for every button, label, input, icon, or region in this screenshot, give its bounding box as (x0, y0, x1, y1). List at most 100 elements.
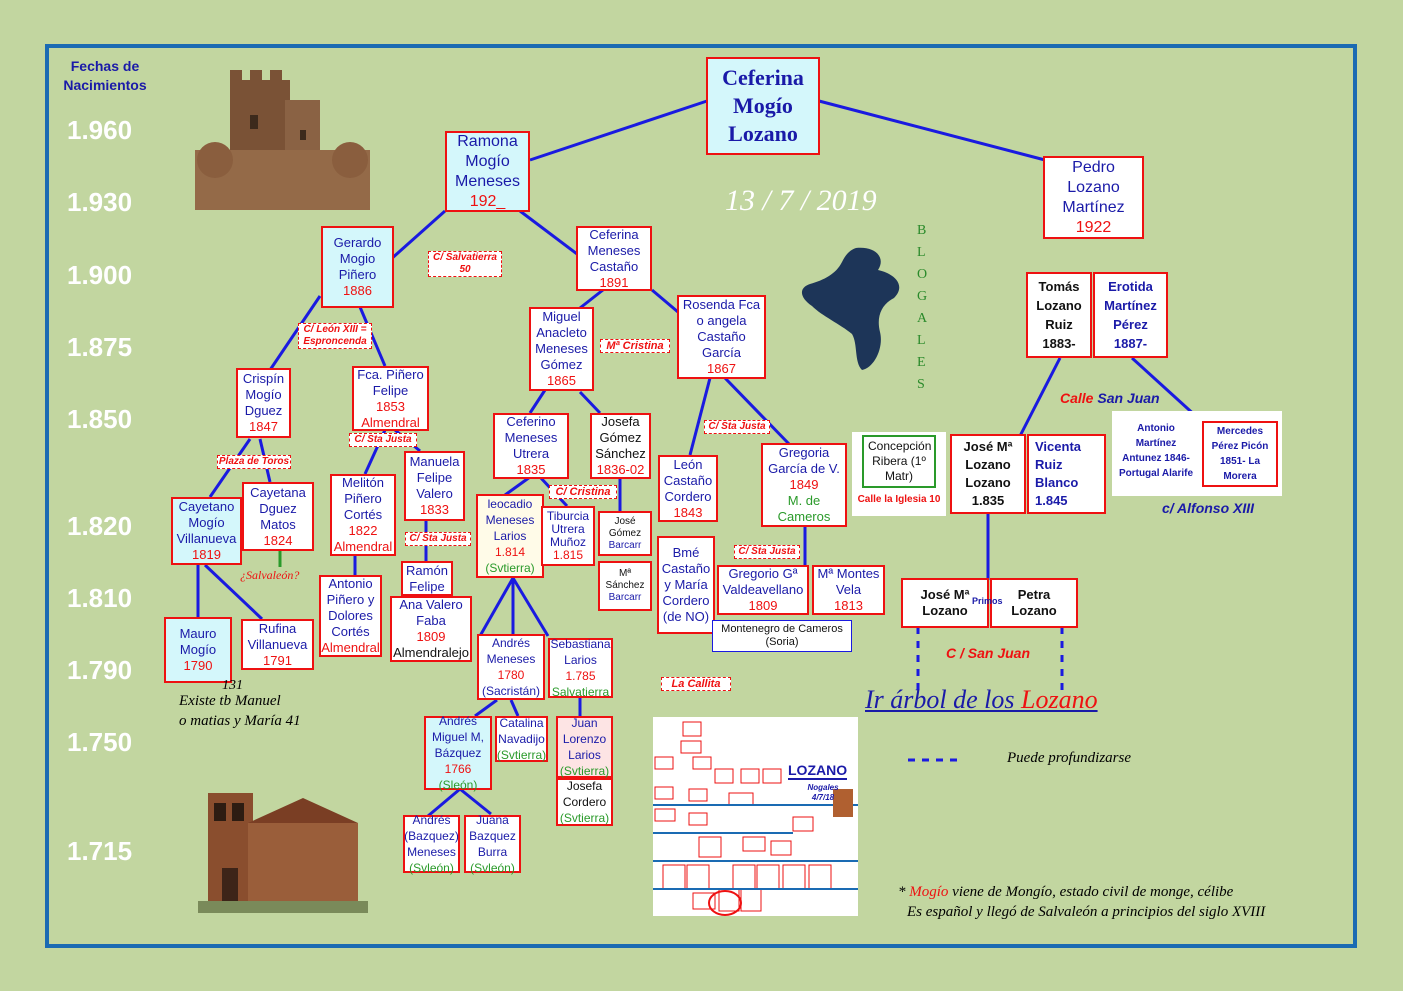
person-place: (Sleón) (438, 778, 478, 792)
person-box[interactable]: Andrés (Bazquez) Meneses (Svleón) (403, 813, 460, 875)
footnote-part: Mogío (909, 884, 949, 900)
person-box[interactable]: Concepción Ribera (1º Matr) Calle la Igl… (852, 432, 946, 516)
person-year: 1922 (1075, 218, 1112, 236)
note-existe-1: Existe tb Manuel (179, 693, 281, 709)
lozano-tree-link[interactable]: Ir árbol de los Lozano (865, 685, 1098, 715)
person-year: 1813 (834, 598, 863, 613)
person-name: Ceferino Meneses Utrera (504, 414, 558, 461)
note-existe-2: o matias y María 41 (179, 713, 301, 729)
person-name: Pedro Lozano Martínez (1062, 158, 1125, 216)
person-year: 1790 (183, 658, 213, 673)
person-name: Ceferina Meneses Castaño (587, 226, 641, 274)
person-place: Almendral (333, 539, 393, 554)
person-place: (Sacristán) (481, 684, 540, 698)
label-part: Calle (1060, 390, 1094, 406)
person-box[interactable]: Josefa Cordero(Svtierra) (556, 778, 613, 826)
blog-letter: L (917, 333, 926, 348)
person-name: Andrés (Bazquez) Meneses (404, 813, 459, 859)
year-label: 1.875 (67, 332, 133, 362)
person-box[interactable]: Petra Lozano (990, 578, 1078, 628)
person-year: 1780 (497, 668, 525, 682)
person-box[interactable]: Juana Bazquez Burra(Svleón) (464, 813, 521, 875)
person-year: 1.785 (565, 669, 596, 683)
person-name: Mª Sánchez (605, 568, 645, 591)
root-person-box[interactable]: Ceferina Mogío Lozano (706, 57, 820, 155)
person-box[interactable]: Pedro Lozano Martínez 1922 (1043, 156, 1144, 239)
person-box[interactable]: Catalina Navadijo(Svtierra) (495, 716, 548, 762)
street-label: La Callita (661, 677, 731, 691)
person-place: Barcarr (608, 592, 642, 603)
castle-image (195, 70, 370, 210)
primos-label: Primos (972, 596, 1003, 606)
lozano-tree-thumbnail[interactable]: LOZANO Nogales 4/7/18 (653, 717, 858, 916)
person-place: (Svleón) (409, 861, 454, 875)
person-name: Vicenta Ruiz Blanco (1035, 439, 1082, 490)
person-name: Juan Lorenzo Larios (562, 716, 607, 762)
person-name: Fca. Piñero Felipe (357, 366, 424, 398)
thumbnail-subtitle: Nogales 4/7/18 (807, 783, 839, 802)
church-image (198, 793, 368, 913)
person-place: M. de Cameros (777, 493, 831, 524)
person-box[interactable]: Ramón Felipe (401, 561, 453, 596)
person-year: 1.815 (552, 548, 584, 562)
person-name: Mercedes Pérez Picón 1851- La Morera (1202, 420, 1278, 487)
person-box[interactable]: José Mª Lozano (901, 578, 989, 628)
person-name: Ramón Felipe (406, 562, 448, 594)
person-name: Cayetana Dguez Matos (250, 484, 306, 532)
person-name: Tiburcia Utrera Muñoz (546, 509, 590, 549)
person-place: Barcarr (608, 539, 642, 551)
person-box[interactable]: Bmé Castaño y María Cordero (de NO) (657, 536, 715, 634)
person-name: León Castaño Cordero (663, 456, 713, 504)
person-name: Bmé Castaño y María Cordero (de NO) (661, 545, 711, 624)
person-name: Ceferina Mogío Lozano (722, 65, 804, 146)
year-label: 1.790 (67, 655, 133, 685)
person-box[interactable]: Juan Lorenzo Larios(Svtierra) (556, 716, 613, 778)
person-name: Andrés Meneses (486, 636, 536, 666)
link-text: Ir árbol de los (865, 685, 1015, 714)
person-name: Antonio Piñero y Dolores Cortés (326, 576, 375, 639)
footnote-part: viene de Mongío, estado civil de monge, … (948, 884, 1234, 900)
person-year: 1867 (707, 361, 736, 376)
person-year: 1766 (444, 762, 472, 776)
person-place: (Svtierra) (559, 811, 610, 825)
person-place: (Svleón) (470, 861, 515, 875)
page-frame (45, 44, 1357, 948)
lake-image (801, 247, 900, 370)
person-box[interactable]: Andrés Meneses 1780 (Sacristán) (477, 634, 545, 700)
person-name: Petra Lozano (1011, 587, 1057, 618)
person-name: Josefa Gómez Sánchez (595, 414, 646, 461)
person-name: Ana Valero Faba (399, 597, 463, 628)
person-name: leocadio Meneses Larios (485, 497, 535, 543)
